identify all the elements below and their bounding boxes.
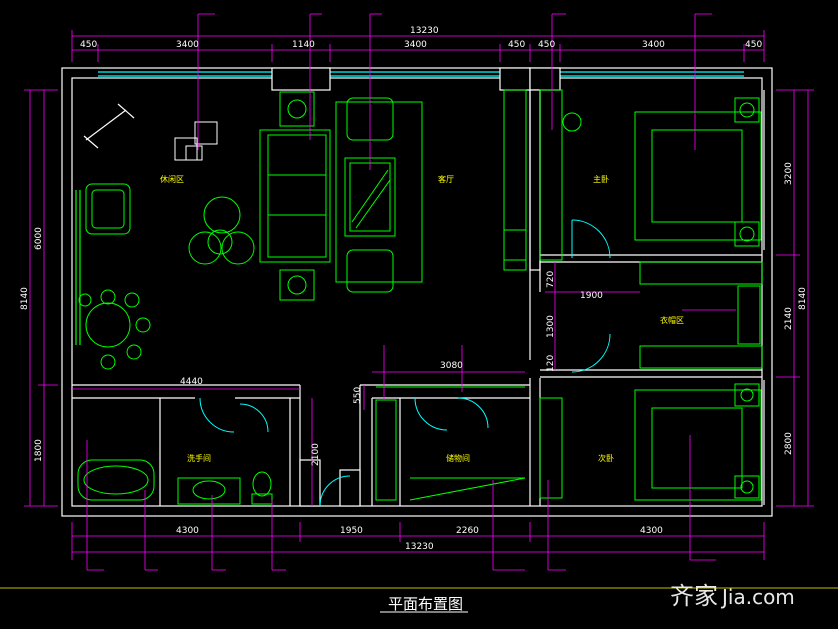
dim-bottom-2: 1950	[340, 526, 363, 536]
doors	[199, 219, 611, 507]
dim-right-overall: 8140	[798, 287, 808, 310]
dim-bottom-4: 4300	[640, 526, 663, 536]
cloak-rack-top	[639, 261, 763, 285]
exercise-machine	[83, 103, 135, 149]
dim-hall-c: 1900	[580, 291, 603, 301]
dim-top-6: 450	[538, 40, 555, 50]
plant	[203, 196, 241, 234]
dim-right-lower: 2800	[784, 432, 794, 455]
dim-top-1: 450	[80, 40, 97, 50]
dimensions	[24, 14, 814, 570]
dim-hall-b: 1300	[546, 315, 556, 338]
annotation-tags	[87, 13, 716, 571]
label-second: 次卧	[598, 453, 614, 463]
second-bed	[634, 389, 762, 501]
tv-cabinet	[503, 89, 527, 261]
dim-bottom-overall: 13230	[405, 542, 434, 552]
label-living: 客厅	[438, 174, 454, 184]
label-bath: 洗手间	[187, 453, 211, 463]
dim-hall-a: 720	[546, 271, 556, 288]
watermark-cn: 齐家	[670, 582, 718, 610]
dim-top-5: 450	[508, 40, 525, 50]
dim-top-7: 3400	[642, 40, 665, 50]
dim-top-2: 3400	[176, 40, 199, 50]
label-leisure: 休闲区	[160, 174, 184, 184]
dim-top-overall: 13230	[410, 26, 439, 36]
dim-hall-d: 120	[546, 355, 556, 372]
sofa	[259, 129, 331, 263]
dim-top-3: 1140	[292, 40, 315, 50]
armchair-bottom	[346, 249, 394, 293]
cloak-rack-bottom	[639, 345, 763, 369]
dim-bath-height: 2100	[311, 443, 321, 466]
label-master: 主卧	[593, 174, 609, 184]
wash-basin	[177, 477, 241, 505]
dim-bottom-1: 4300	[176, 526, 199, 536]
dim-right-middle: 2140	[784, 307, 794, 330]
label-cloak: 衣帽区	[660, 315, 684, 325]
round-table	[85, 302, 131, 348]
dim-left-upper: 6000	[34, 227, 44, 250]
dim-left-lower: 1800	[34, 439, 44, 462]
furniture	[77, 89, 763, 505]
dim-top-8: 450	[745, 40, 762, 50]
dim-storage-w: 3080	[440, 361, 463, 371]
dim-top-4: 3400	[404, 40, 427, 50]
label-storage: 储物间	[446, 453, 470, 463]
bathtub	[77, 459, 155, 501]
toilet	[252, 471, 272, 497]
walls	[61, 67, 773, 517]
dim-right-upper: 3200	[784, 162, 794, 185]
dim-bottom-3: 2260	[456, 526, 479, 536]
dim-left-overall: 8140	[20, 287, 30, 310]
watermark-en: Jia.com	[720, 585, 795, 609]
drawing-title: 平面布置图	[388, 595, 463, 613]
dim-bath-width: 4440	[180, 377, 203, 387]
lounge-chair	[85, 183, 131, 235]
master-bed	[634, 111, 762, 241]
dim-storage-h: 550	[353, 387, 363, 404]
